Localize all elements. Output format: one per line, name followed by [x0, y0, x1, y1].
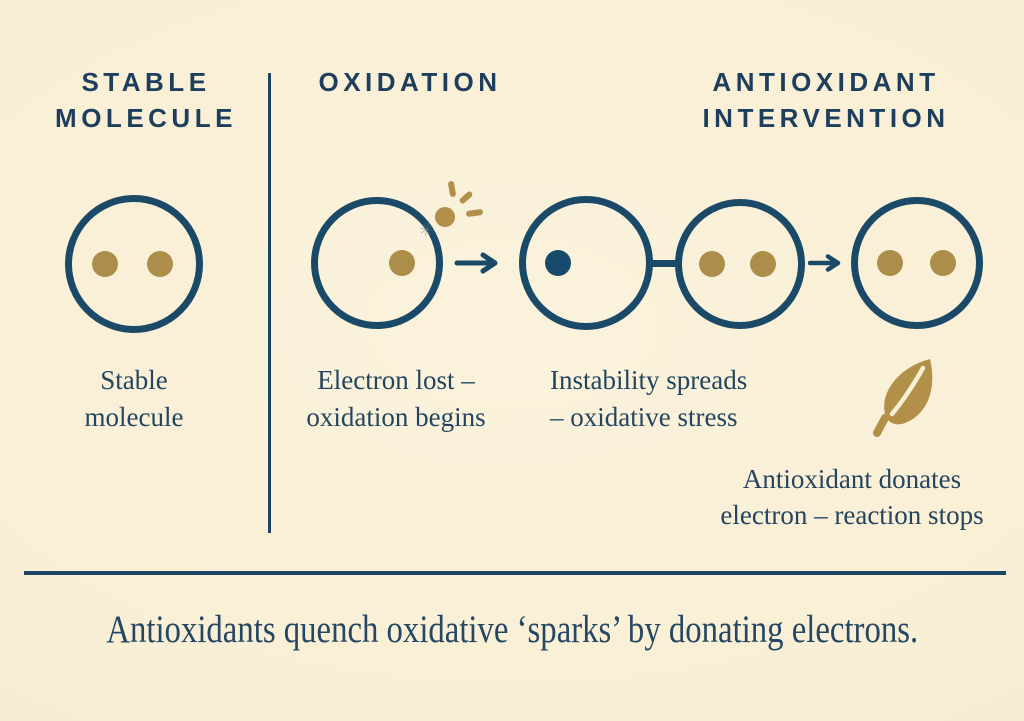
spark-icon — [435, 207, 455, 227]
right-arrow-icon — [808, 254, 841, 272]
spark-ray-icon — [458, 190, 474, 205]
electron-dot — [699, 251, 725, 277]
stable-molecule — [65, 195, 203, 333]
header-line: ANTIOXIDANT — [712, 67, 940, 97]
caption-line: Instability spreads — [550, 365, 748, 395]
header-line: MOLECULE — [55, 103, 237, 133]
spark-ray-icon — [465, 208, 484, 218]
electron-dot — [750, 251, 776, 277]
unpaired-electron-dot — [545, 250, 571, 276]
caption-line: oxidation begins — [306, 402, 486, 432]
caption-line: Stable — [100, 365, 168, 395]
caption-line: molecule — [84, 402, 184, 432]
molecule-bond-connector — [649, 260, 678, 267]
caption-stable-molecule: Stable molecule — [85, 362, 184, 436]
caption-electron-lost: Electron lost – oxidation begins — [306, 362, 485, 436]
caption-instability-spreads: Instability spreads – oxidative stress — [550, 362, 747, 436]
header-line: STABLE — [81, 67, 211, 97]
spark-ray-icon — [447, 180, 457, 198]
caption-antioxidant-donates: Antioxidant donates electron – reaction … — [720, 461, 983, 533]
leaf-icon — [873, 359, 933, 437]
caption-line: electron – reaction stops — [720, 500, 984, 530]
footer-divider-line — [24, 571, 1006, 575]
oxidizing-molecule — [311, 197, 443, 329]
caption-line: – oxidative stress — [550, 402, 738, 432]
column-divider-line — [268, 73, 271, 533]
column-header-stable-molecule: STABLE MOLECULE — [55, 64, 237, 136]
electron-dot — [877, 250, 903, 276]
caption-line: Antioxidant donates — [742, 464, 962, 494]
electron-dot — [147, 251, 173, 277]
column-header-antioxidant-intervention: ANTIOXIDANT INTERVENTION — [702, 64, 949, 136]
column-header-oxidation: OXIDATION — [318, 64, 501, 100]
header-line: INTERVENTION — [702, 103, 950, 133]
chain-molecule — [675, 199, 805, 329]
right-arrow-icon — [454, 252, 498, 274]
caption-line: Electron lost – — [317, 365, 475, 395]
header-line: OXIDATION — [318, 67, 502, 97]
restored-molecule — [851, 197, 983, 329]
electron-dot — [92, 251, 118, 277]
footer-caption-text: Antioxidants quench oxidative ‘sparks’ b… — [106, 608, 918, 651]
electron-dot — [930, 250, 956, 276]
electron-dot — [389, 250, 415, 276]
radical-molecule — [519, 196, 653, 330]
footer-caption: Antioxidants quench oxidative ‘sparks’ b… — [0, 606, 1024, 654]
